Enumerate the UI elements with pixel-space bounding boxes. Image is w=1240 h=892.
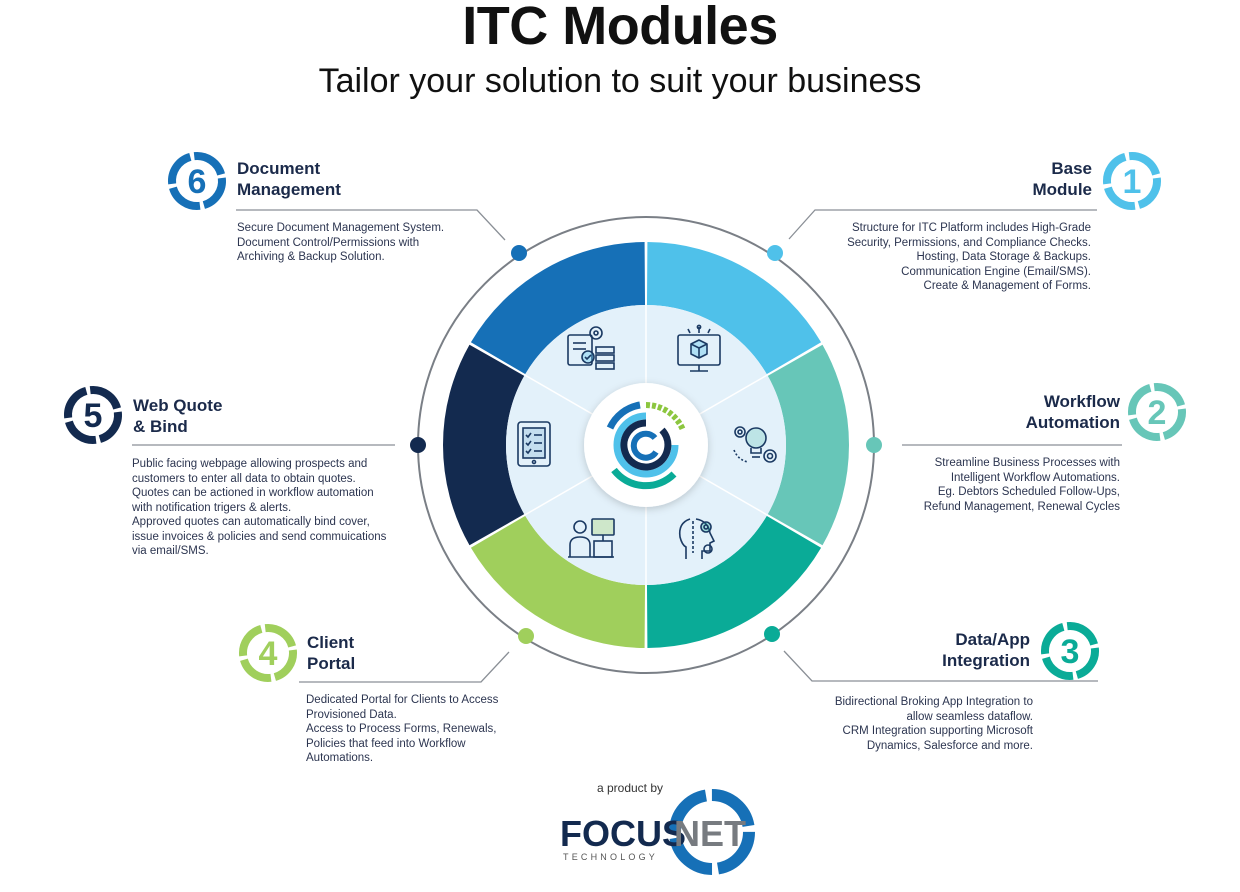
ring-segment-5 — [442, 344, 525, 546]
module-3-description: Bidirectional Broking App Integration to… — [834, 696, 1033, 752]
monitor-cube-icon — [677, 324, 721, 372]
leader-line-3 — [783, 650, 1098, 682]
badge-number: 5 — [84, 397, 103, 435]
head-gears-icon — [678, 518, 716, 559]
module-5-badge: 5 — [64, 386, 122, 444]
badge-ring — [239, 624, 297, 682]
ring-segment-2 — [767, 344, 849, 546]
focusnet-logo: FOCUS NET TECHNOLOGY — [560, 789, 755, 875]
badge-number: 4 — [259, 635, 278, 673]
module-4-badge: 4 — [239, 624, 297, 682]
badge-number: 2 — [1148, 394, 1167, 432]
leader-line-6 — [236, 209, 506, 241]
leader-line-4 — [299, 651, 510, 683]
badge-number: 6 — [188, 163, 207, 201]
ring-segment-3 — [646, 515, 822, 648]
tablet-checklist-icon — [517, 421, 551, 467]
orbit-dot-1 — [767, 245, 783, 261]
logo-focus-text: FOCUS — [560, 813, 686, 854]
badge-ring — [168, 152, 226, 210]
badge-ring — [1041, 622, 1099, 680]
orbit-dot-3 — [764, 626, 780, 642]
orbit-dot-4 — [518, 628, 534, 644]
module-2-badge: 2 — [1128, 383, 1186, 441]
module-6-badge: 6 — [168, 152, 226, 210]
focusnet-logo-ring — [669, 789, 755, 875]
document-gear-icon — [567, 326, 615, 370]
module-6-description: Secure Document Management System.Docume… — [237, 222, 445, 263]
gear-lightbulb-icon — [733, 426, 777, 463]
module-5-description: Public facing webpage allowing prospects… — [132, 458, 387, 557]
leader-lines — [132, 209, 1122, 683]
orbit-dot-6 — [511, 245, 527, 261]
itc-logo-icon — [606, 401, 686, 490]
module-1-description: Structure for ITC Platform includes High… — [847, 222, 1091, 292]
badge-number: 3 — [1061, 633, 1080, 671]
module-1-badge: 1 — [1103, 152, 1161, 210]
logo-net-text: NET — [674, 813, 746, 854]
module-3-badge: 3 — [1041, 622, 1099, 680]
ring-segment-4 — [470, 515, 646, 648]
product-by-label: a product by — [596, 781, 664, 795]
logo-technology-text: TECHNOLOGY — [563, 852, 658, 862]
orbit-dot-5 — [410, 437, 426, 453]
badge-number: 1 — [1123, 163, 1142, 201]
badge-ring — [1128, 383, 1186, 441]
ring-segment-6 — [470, 242, 646, 375]
ring-segment-1 — [646, 242, 822, 375]
leader-line-1 — [788, 209, 1097, 240]
badge-ring — [64, 386, 122, 444]
page-subtitle: Tailor your solution to suit your busine… — [318, 62, 922, 100]
module-ring-segments — [442, 242, 849, 648]
user-computer-icon — [568, 518, 615, 558]
page-title: ITC Modules — [462, 0, 778, 56]
orbit-dot-2 — [866, 437, 882, 453]
module-5-title: Web Quote& Bind — [133, 396, 223, 436]
